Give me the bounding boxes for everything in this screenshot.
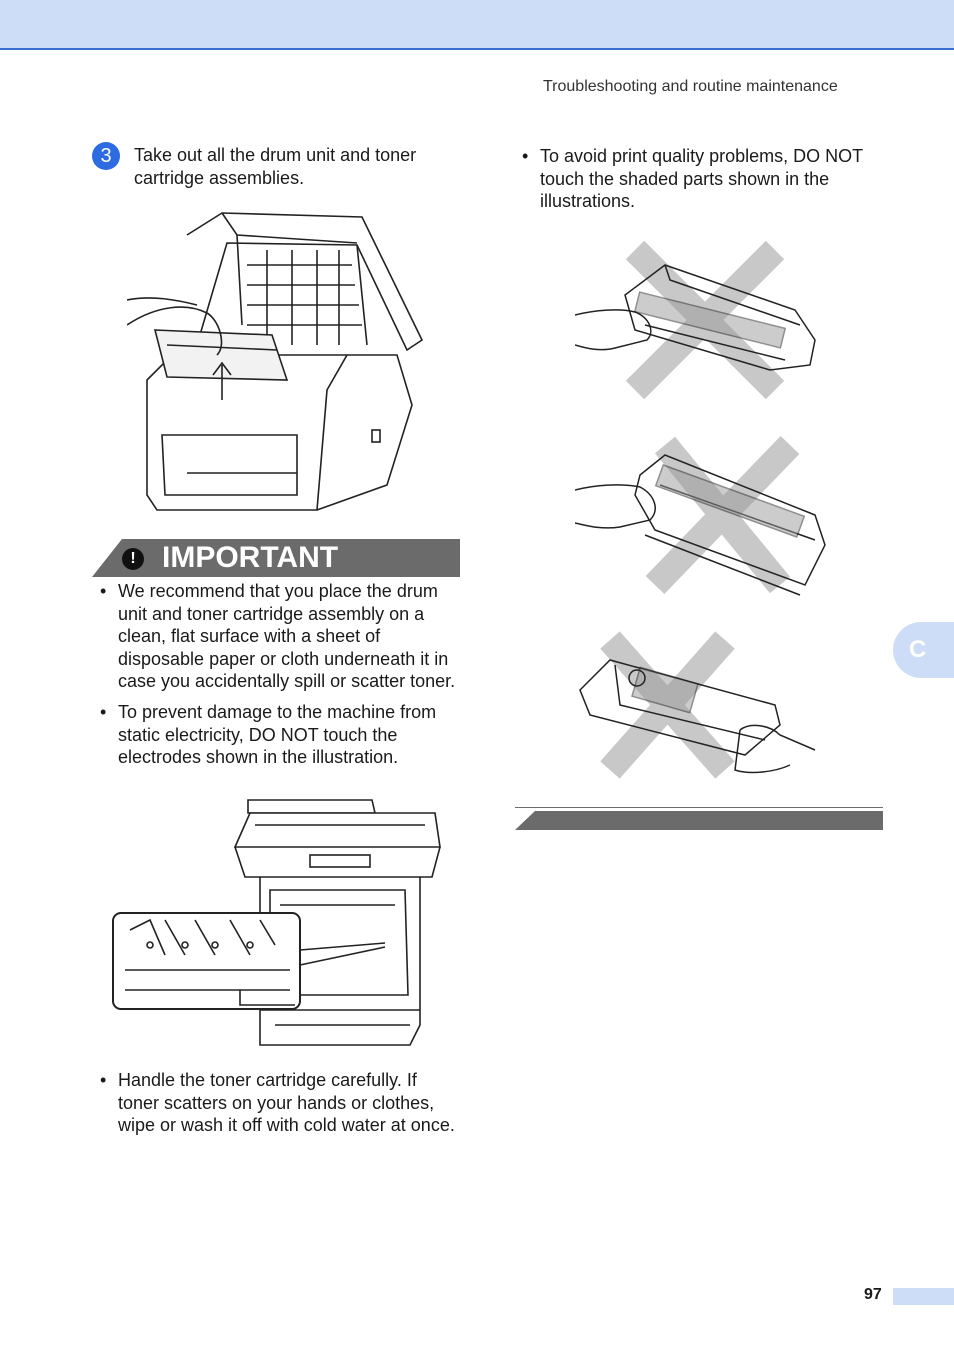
bullet-line: electrodes shown in the illustration. — [118, 747, 399, 767]
bullet-dot: • — [100, 702, 107, 722]
bullet-line: case you accidentally spill or scatter t… — [118, 671, 456, 691]
bullet-line: To avoid print quality problems, DO NOT — [540, 146, 864, 166]
bullet-dot: • — [100, 581, 107, 601]
chapter-letter: C — [909, 636, 927, 663]
step-text-line: Take out all the drum unit and toner — [134, 145, 417, 165]
bullet-line: touch the shaded parts shown in the — [540, 168, 830, 189]
important-title: IMPORTANT — [162, 541, 339, 574]
bullet-line: We recommend that you place the drum — [118, 581, 438, 601]
bullet-line: unit and toner cartridge assembly on a — [118, 603, 425, 624]
section-rule — [515, 807, 883, 808]
drum-unit-do-not-touch-illustration — [579, 631, 816, 779]
bullet-line: static electricity, DO NOT touch the — [118, 724, 398, 745]
bullet-line: clean, flat surface with a sheet of — [118, 626, 381, 646]
toner-cartridge-do-not-touch-illustration — [575, 240, 816, 400]
bullet-line: disposable paper or cloth underneath it … — [118, 648, 449, 669]
heading-corner — [92, 539, 122, 577]
bullet-dot: • — [100, 1070, 107, 1090]
running-header: Troubleshooting and routine maintenance — [543, 78, 838, 95]
bullet-text: To prevent damage to the machine from st… — [118, 701, 436, 769]
heading-corner — [515, 811, 535, 830]
exclamation-icon: ! — [122, 548, 144, 570]
electrodes-illustration — [112, 799, 441, 1046]
cross-mark-icon — [645, 435, 800, 595]
header-bar — [0, 0, 954, 50]
bullet-line: wipe or wash it off with cold water at o… — [118, 1115, 455, 1135]
bullet-text: Handle the toner cartridge carefully. If… — [118, 1069, 455, 1137]
important-heading: ! IMPORTANT — [92, 539, 460, 577]
page-number-bar — [893, 1288, 954, 1305]
drum-assembly-do-not-touch-illustration — [575, 435, 826, 596]
bullet-text: To avoid print quality problems, DO NOT … — [540, 145, 863, 213]
bullet-line: toner scatters on your hands or clothes, — [118, 1092, 435, 1113]
bullet-line: To prevent damage to the machine from — [118, 702, 437, 722]
step-text: Take out all the drum unit and toner car… — [134, 144, 454, 189]
bullet-line: illustrations. — [540, 191, 636, 211]
step-number-badge: 3 — [92, 142, 120, 170]
bullet-dot: • — [522, 146, 529, 166]
section-heading-bar — [515, 811, 883, 830]
bullet-text: We recommend that you place the drum uni… — [118, 580, 455, 693]
chapter-tab[interactable]: C — [893, 622, 954, 678]
step-text-line: cartridge assemblies. — [134, 167, 305, 188]
page-number: 97 — [864, 1286, 882, 1303]
drum-removal-illustration — [127, 212, 424, 511]
bullet-line: Handle the toner cartridge carefully. If — [118, 1070, 417, 1090]
